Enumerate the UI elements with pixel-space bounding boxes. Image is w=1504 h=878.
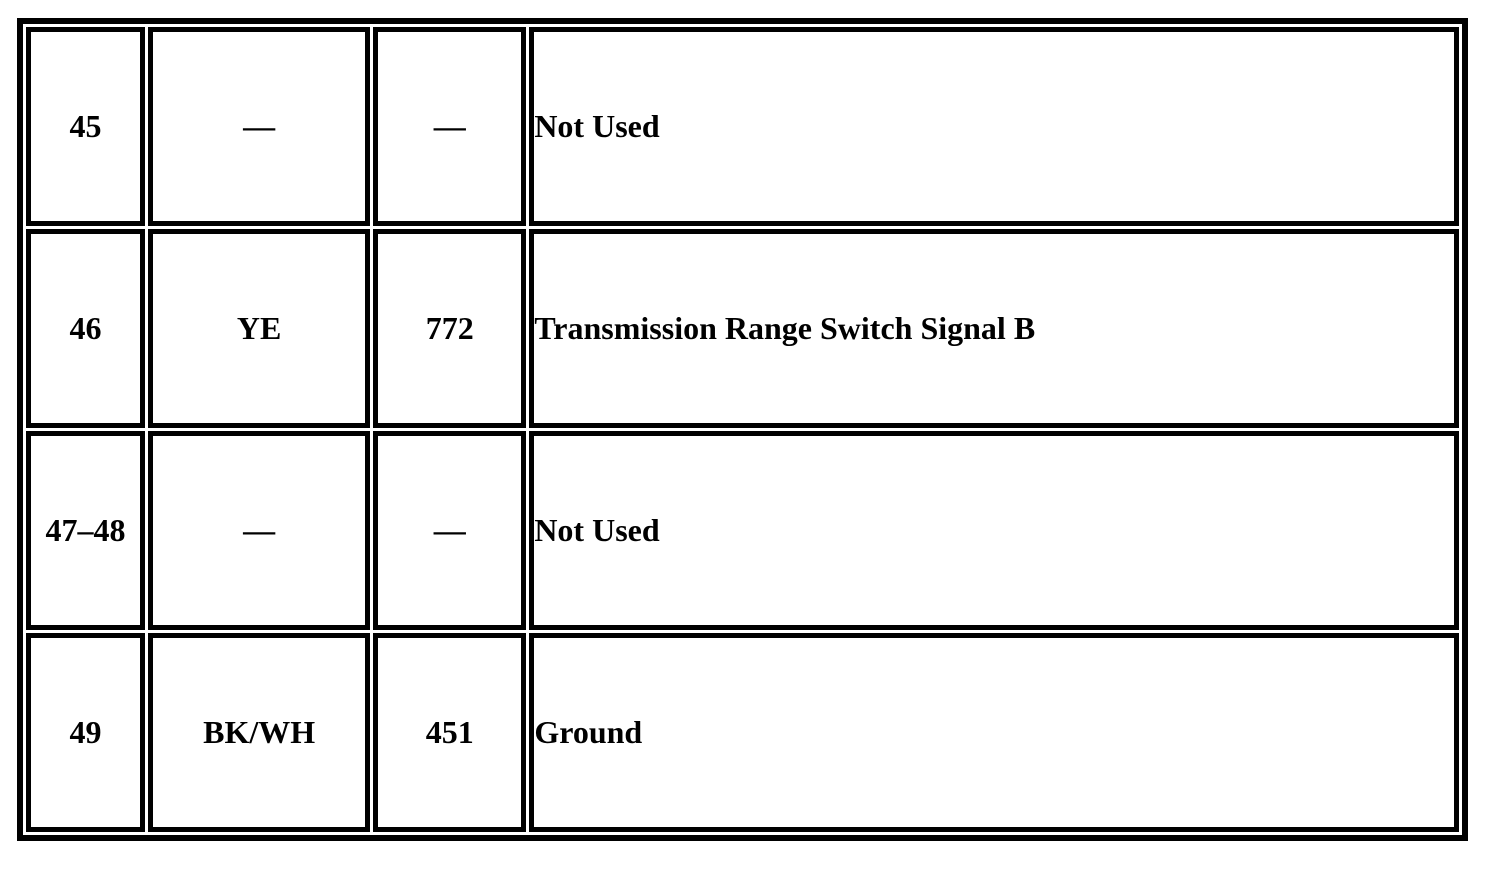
table-row: 45 — — Not Used — [26, 27, 1459, 226]
table-row: 49 BK/WH 451 Ground — [26, 633, 1459, 832]
cell-pin: 47–48 — [26, 431, 146, 630]
cell-description: Ground — [529, 633, 1459, 832]
cell-wire-color: BK/WH — [148, 633, 371, 832]
cell-pin: 46 — [26, 229, 146, 428]
table-row: 46 YE 772 Transmission Range Switch Sign… — [26, 229, 1459, 428]
cell-circuit: — — [373, 27, 527, 226]
cell-description: Not Used — [529, 27, 1459, 226]
cell-pin: 45 — [26, 27, 146, 226]
cell-pin: 49 — [26, 633, 146, 832]
cell-wire-color: — — [148, 27, 371, 226]
pinout-table-container: 45 — — Not Used 46 YE 772 Transmission R… — [17, 18, 1504, 841]
table-row: 47–48 — — Not Used — [26, 431, 1459, 630]
cell-circuit: 772 — [373, 229, 527, 428]
cell-circuit: 451 — [373, 633, 527, 832]
cell-description: Not Used — [529, 431, 1459, 630]
cell-description: Transmission Range Switch Signal B — [529, 229, 1459, 428]
cell-wire-color: YE — [148, 229, 371, 428]
cell-circuit: — — [373, 431, 527, 630]
pinout-table: 45 — — Not Used 46 YE 772 Transmission R… — [17, 18, 1468, 841]
cell-wire-color: — — [148, 431, 371, 630]
